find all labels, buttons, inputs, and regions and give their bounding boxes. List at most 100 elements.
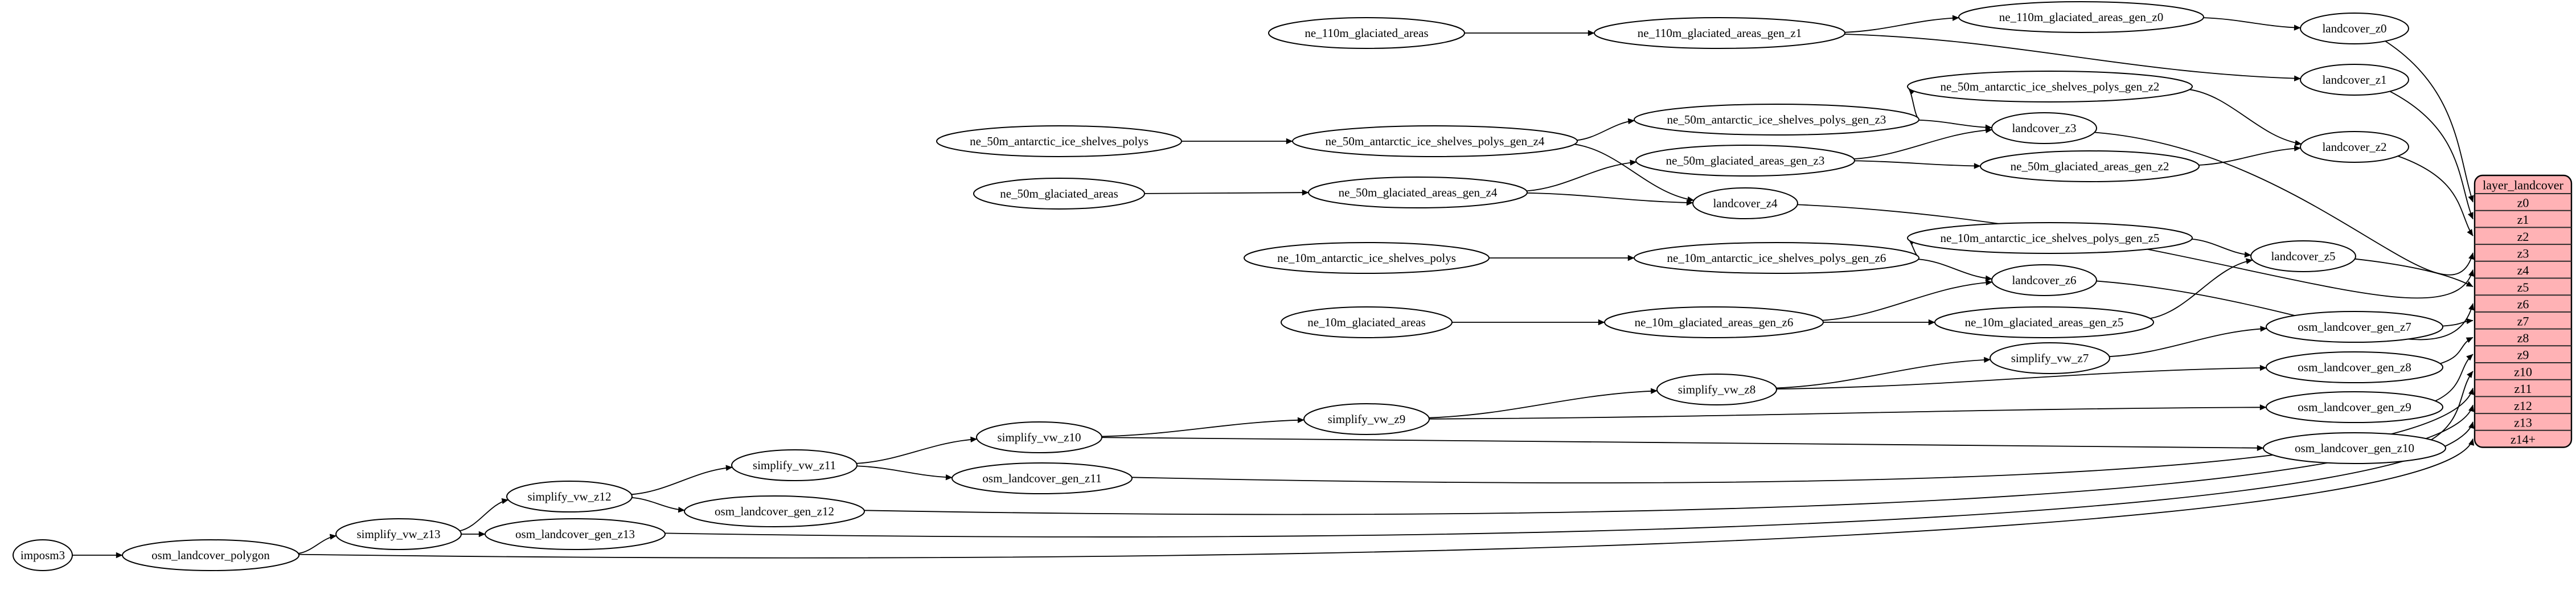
node-osm_landcover_gen_z12: osm_landcover_gen_z12	[684, 495, 865, 527]
node-label-osm_landcover_gen_z7: osm_landcover_gen_z7	[2298, 320, 2411, 334]
node-ellipse-osm_landcover_gen_z9	[2266, 391, 2443, 423]
node-ne_10m_antarctic_ice_shelves_polys_gen_z6: ne_10m_antarctic_ice_shelves_polys_gen_z…	[1634, 242, 1919, 274]
edge-simplify_vw_z12-to-osm_landcover_gen_z12	[631, 497, 685, 513]
edge-ne_50m_glaciated_areas_gen_z2-to-landcover_z2	[2198, 145, 2301, 166]
node-simplify_vw_z9: simplify_vw_z9	[1303, 403, 1430, 435]
node-ellipse-osm_landcover_gen_z12	[684, 495, 865, 527]
edge-ne_110m_glaciated_areas_gen_z1-to-ne_110m_glaciated_areas_gen_z0	[1844, 15, 1959, 33]
node-simplify_vw_z11: simplify_vw_z11	[731, 449, 858, 481]
edge-ne_10m_glaciated_areas_gen_z6-to-landcover_z6	[1822, 280, 1993, 321]
edge-landcover_z2-to-row-z2	[2397, 155, 2474, 236]
node-label-landcover_z4: landcover_z4	[1713, 196, 1778, 210]
node-landcover_z1: landcover_z1	[2300, 64, 2409, 96]
node-ellipse-osm_landcover_gen_z10	[2263, 432, 2446, 464]
node-ellipse-ne_10m_antarctic_ice_shelves_polys_gen_z6	[1634, 242, 1919, 274]
edge-ne_50m_glaciated_areas_gen_z3-to-landcover_z3	[1853, 127, 1993, 159]
node-ellipse-simplify_vw_z12	[506, 481, 633, 512]
edge-ne_50m_antarctic_ice_shelves_polys_gen_z4-to-ne_50m_antarctic_ice_shelves_polys_gen_z3	[1577, 118, 1635, 141]
node-label-simplify_vw_z13: simplify_vw_z13	[357, 527, 441, 541]
node-ellipse-landcover_z5	[2250, 240, 2356, 272]
node-ellipse-simplify_vw_z8	[1656, 374, 1777, 405]
edge-osm_landcover_polygon-to-row-z14+	[298, 438, 2475, 559]
node-ellipse-ne_50m_antarctic_ice_shelves_polys_gen_z4	[1292, 125, 1578, 157]
node-ellipse-ne_110m_glaciated_areas_gen_z1	[1594, 17, 1845, 49]
node-ellipse-landcover_z6	[1991, 264, 2097, 296]
edge-simplify_vw_z9-to-simplify_vw_z8	[1429, 388, 1658, 419]
node-ne_50m_antarctic_ice_shelves_polys_gen_z2: ne_50m_antarctic_ice_shelves_polys_gen_z…	[1907, 71, 2193, 102]
node-ellipse-ne_50m_antarctic_ice_shelves_polys_gen_z3	[1634, 104, 1919, 136]
node-landcover_z5: landcover_z5	[2250, 240, 2356, 272]
node-ellipse-simplify_vw_z11	[731, 449, 858, 481]
node-label-ne_50m_glaciated_areas_gen_z2: ne_50m_glaciated_areas_gen_z2	[2011, 159, 2169, 173]
node-ellipse-landcover_z2	[2300, 131, 2409, 163]
table-row-z1: z1	[2517, 212, 2529, 227]
node-label-simplify_vw_z9: simplify_vw_z9	[1328, 412, 1406, 426]
node-label-landcover_z6: landcover_z6	[2012, 273, 2076, 287]
edge-ne_50m_antarctic_ice_shelves_polys_gen_z3-to-landcover_z3	[1918, 120, 1992, 130]
node-ellipse-landcover_z4	[1692, 187, 1798, 219]
node-ellipse-ne_110m_glaciated_areas_gen_z0	[1958, 1, 2204, 33]
node-osm_landcover_polygon: osm_landcover_polygon	[122, 539, 300, 571]
node-ellipse-ne_10m_glaciated_areas_gen_z5	[1934, 306, 2154, 338]
node-ellipse-ne_10m_antarctic_ice_shelves_polys_gen_z5	[1907, 222, 2193, 254]
node-label-landcover_z5: landcover_z5	[2271, 249, 2335, 263]
node-label-osm_landcover_gen_z9: osm_landcover_gen_z9	[2298, 400, 2411, 414]
node-ellipse-simplify_vw_z9	[1303, 403, 1430, 435]
edge-ne_110m_glaciated_areas_gen_z1-to-landcover_z1	[1844, 34, 2301, 81]
edge-simplify_vw_z10-to-osm_landcover_gen_z10	[1101, 437, 2264, 451]
edge-ne_50m_antarctic_ice_shelves_polys_gen_z2-to-landcover_z2	[2189, 89, 2302, 146]
table-row-z4: z4	[2517, 263, 2529, 277]
node-label-simplify_vw_z8: simplify_vw_z8	[1678, 383, 1756, 396]
node-ellipse-ne_50m_glaciated_areas_gen_z4	[1308, 177, 1528, 208]
node-ne_10m_antarctic_ice_shelves_polys: ne_10m_antarctic_ice_shelves_polys	[1244, 242, 1490, 274]
edge-osm_landcover_gen_z11-to-row-z11	[1131, 388, 2475, 483]
table-row-z13: z13	[2514, 415, 2532, 429]
edge-ne_10m_antarctic_ice_shelves_polys_gen_z5-to-landcover_z5	[2192, 239, 2251, 258]
edge-simplify_vw_z10-to-simplify_vw_z9	[1101, 417, 1305, 437]
node-osm_landcover_gen_z9: osm_landcover_gen_z9	[2266, 391, 2443, 423]
node-landcover_z6: landcover_z6	[1991, 264, 2097, 296]
node-landcover_z0: landcover_z0	[2300, 13, 2409, 44]
node-label-ne_10m_antarctic_ice_shelves_polys_gen_z5: ne_10m_antarctic_ice_shelves_polys_gen_z…	[1941, 231, 2160, 245]
edge-landcover_z1-to-row-z1	[2389, 91, 2474, 220]
table-row-z3: z3	[2517, 246, 2529, 260]
node-label-ne_50m_glaciated_areas: ne_50m_glaciated_areas	[1000, 187, 1118, 200]
node-ne_10m_antarctic_ice_shelves_polys_gen_z5: ne_10m_antarctic_ice_shelves_polys_gen_z…	[1907, 222, 2193, 254]
node-label-simplify_vw_z7: simplify_vw_z7	[2011, 351, 2089, 365]
node-label-ne_10m_antarctic_ice_shelves_polys_gen_z6: ne_10m_antarctic_ice_shelves_polys_gen_z…	[1667, 251, 1886, 265]
node-ne_10m_glaciated_areas_gen_z5: ne_10m_glaciated_areas_gen_z5	[1934, 306, 2154, 338]
table-row-z7: z7	[2517, 314, 2529, 328]
node-label-ne_50m_glaciated_areas_gen_z4: ne_50m_glaciated_areas_gen_z4	[1339, 186, 1498, 199]
edge-osm_landcover_gen_z13-to-row-z13	[664, 421, 2475, 538]
node-ne_10m_glaciated_areas_gen_z6: ne_10m_glaciated_areas_gen_z6	[1604, 306, 1824, 338]
node-ellipse-landcover_z0	[2300, 13, 2409, 44]
node-ellipse-ne_50m_antarctic_ice_shelves_polys_gen_z2	[1907, 71, 2193, 102]
edge-landcover_z0-to-row-z0	[2385, 40, 2474, 203]
node-label-landcover_z0: landcover_z0	[2322, 22, 2386, 35]
table-row-z9: z9	[2517, 348, 2529, 362]
node-label-ne_50m_glaciated_areas_gen_z3: ne_50m_glaciated_areas_gen_z3	[1666, 154, 1825, 167]
node-ellipse-ne_50m_glaciated_areas	[973, 178, 1145, 210]
edge-ne_50m_antarctic_ice_shelves_polys_gen_z3-to-ne_50m_antarctic_ice_shelves_polys_gen_z2	[1908, 88, 1918, 118]
node-osm_landcover_gen_z13: osm_landcover_gen_z13	[485, 518, 666, 550]
node-osm_landcover_gen_z10: osm_landcover_gen_z10	[2263, 432, 2446, 464]
node-imposm3: imposm3	[13, 539, 73, 571]
table-row-z8: z8	[2517, 331, 2529, 345]
node-label-landcover_z3: landcover_z3	[2012, 121, 2076, 135]
node-landcover_z3: landcover_z3	[1991, 112, 2097, 144]
edge-landcover_z3-to-row-z3	[2094, 132, 2475, 276]
node-label-ne_110m_glaciated_areas: ne_110m_glaciated_areas	[1305, 26, 1428, 40]
edge-simplify_vw_z12-to-simplify_vw_z11	[631, 465, 733, 495]
node-label-ne_10m_glaciated_areas: ne_10m_glaciated_areas	[1307, 315, 1426, 329]
node-landcover_z4: landcover_z4	[1692, 187, 1798, 219]
node-ellipse-ne_50m_glaciated_areas_gen_z2	[1980, 150, 2200, 182]
layer-landcover-title: layer_landcover	[2483, 178, 2563, 192]
node-ellipse-ne_10m_glaciated_areas	[1281, 306, 1453, 338]
edge-simplify_vw_z11-to-osm_landcover_gen_z11	[856, 465, 953, 481]
node-ellipse-ne_10m_glaciated_areas_gen_z6	[1604, 306, 1824, 338]
node-label-ne_10m_antarctic_ice_shelves_polys: ne_10m_antarctic_ice_shelves_polys	[1277, 251, 1456, 265]
node-label-ne_50m_antarctic_ice_shelves_polys_gen_z4: ne_50m_antarctic_ice_shelves_polys_gen_z…	[1326, 134, 1545, 148]
table-row-z11: z11	[2515, 382, 2532, 396]
